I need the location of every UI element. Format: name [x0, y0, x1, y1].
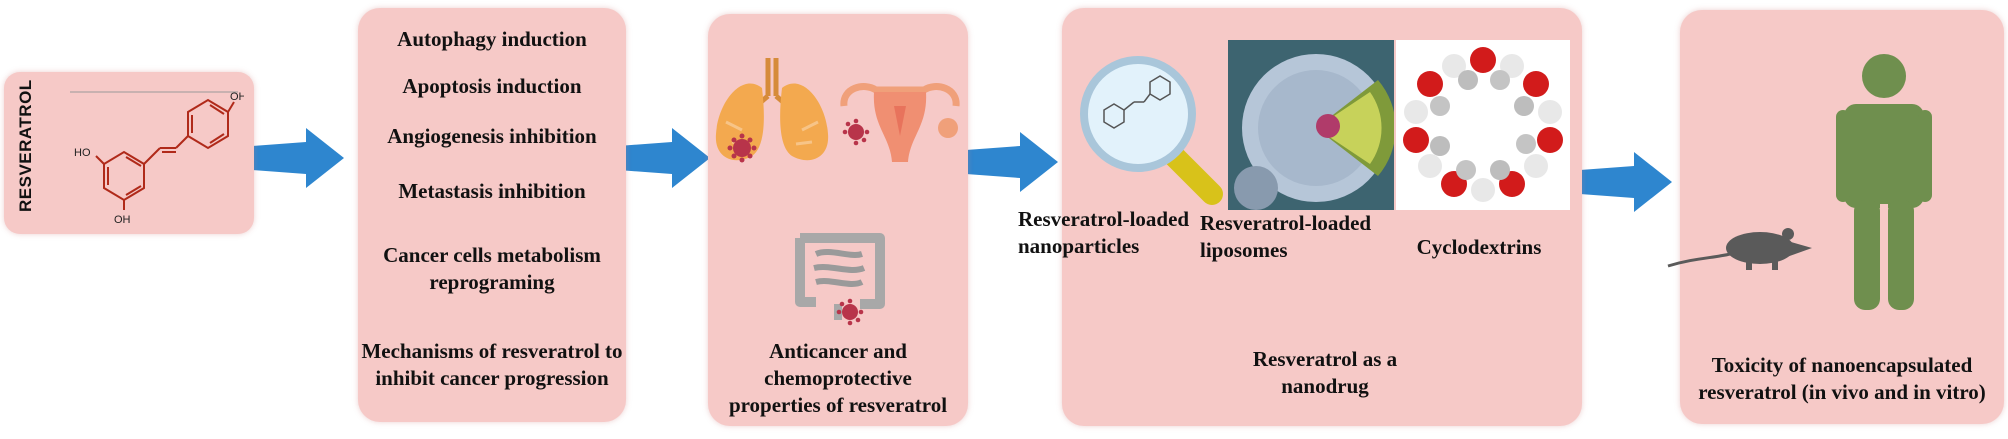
mouse-icon [1667, 228, 1812, 270]
human-icon [1836, 54, 1932, 310]
lungs-icon [715, 58, 829, 163]
mechanisms-panel [358, 8, 626, 422]
ho-left-label: HO [74, 147, 91, 159]
resveratrol-vertical-title: RESVERATROL [16, 79, 35, 212]
oh-bottom-label: OH [114, 214, 131, 226]
resveratrol-structure-icon: OH HO OH [70, 91, 244, 226]
mechanism-item-metastasis: Metastasis inhibition [398, 179, 586, 203]
arrow-3 [966, 132, 1058, 192]
arrow-1 [252, 128, 344, 188]
arrow-2 [618, 128, 710, 188]
resveratrol-panel: RESVERATROL OH HO OH [4, 72, 254, 234]
liposome-icon [1228, 40, 1394, 210]
cyclodextrins-label: Cyclodextrins [1416, 235, 1542, 259]
uterus-icon [840, 83, 960, 162]
toxicity-caption: Toxicity of nanoencapsulated resveratrol… [1698, 353, 1986, 404]
arrow-4 [1580, 152, 1672, 212]
mechanism-item-apoptosis: Apoptosis induction [402, 74, 582, 98]
nanoparticles-label: Resveratrol-loaded nanoparticles [1018, 207, 1190, 258]
mechanism-item-metabolism: Cancer cells metabolism reprograming [383, 243, 601, 294]
cyclodextrin-icon [1396, 40, 1570, 210]
nanodrug-caption: Resveratrol as a nanodrug [1252, 347, 1398, 398]
oh-top-label: OH [230, 91, 244, 103]
magnifier-icon [1080, 56, 1223, 205]
liposomes-label: Resveratrol-loaded liposomes [1200, 211, 1372, 262]
toxicity-panel [1680, 10, 2004, 424]
mechanism-item-angiogenesis: Angiogenesis inhibition [387, 124, 597, 148]
intestine-icon [795, 233, 885, 326]
mechanisms-caption: Mechanisms of resveratrol to inhibit can… [361, 339, 623, 390]
anticancer-caption: Anticancer and chemoprotective propertie… [728, 339, 948, 417]
anticancer-panel [708, 14, 968, 426]
mechanism-item-autophagy: Autophagy induction [397, 27, 587, 51]
